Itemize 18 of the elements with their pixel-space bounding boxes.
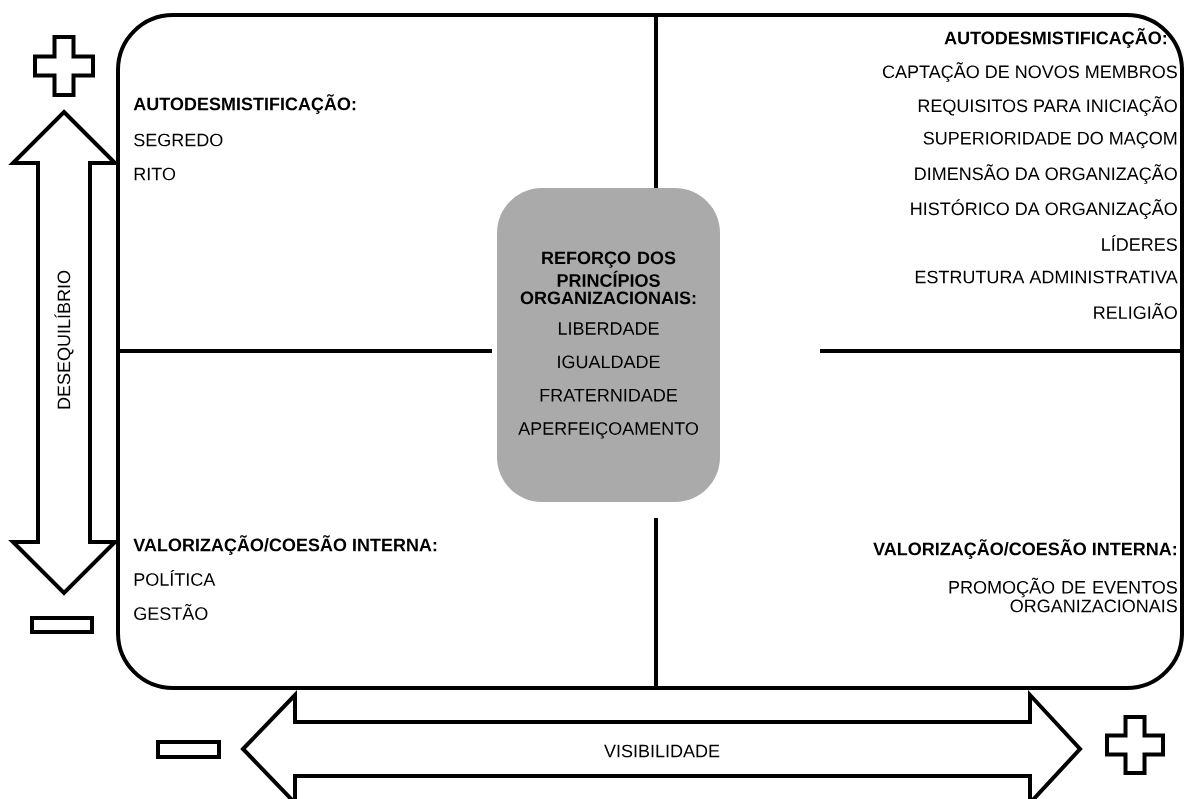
quadrant-heading: AUTODESMISTIFICAÇÃO:: [133, 94, 356, 114]
quadrant-item: CAPTAÇÃO DE NOVOS MEMBROS: [882, 62, 1177, 82]
quadrant-item: REQUISITOS PARA INICIAÇÃO: [918, 96, 1177, 116]
quadrant-item: LÍDERES: [1102, 235, 1177, 251]
quadrant-heading: VALORIZAÇÃO/COESÃO INTERNA:: [133, 535, 437, 555]
quadrant-item: SUPERIORIDADE DO MAÇOM: [923, 131, 1177, 149]
quadrant-item: DIMENSÃO DA ORGANIZAÇÃO: [915, 164, 1177, 184]
quadrant-item: ESTRUTURA ADMINISTRATIVA: [915, 270, 1178, 284]
quadrant-item: POLÍTICA: [134, 570, 216, 586]
quadrant-item: HISTÓRICO DA ORGANIZAÇÃO: [911, 199, 1177, 219]
quadrant-item: GESTÃO: [134, 604, 208, 620]
quadrant-item: RELIGIÃO: [1094, 303, 1177, 319]
quadrant-item: RITO: [134, 167, 176, 181]
center-box: REFORÇO DOS PRINCÍPIOS ORGANIZACIONAIS: LIBERDADE IGUALDADE FRATERNIDADE APERFEIÇOAMENTO: [497, 188, 720, 502]
quadrant-heading: AUTODESMISTIFICAÇÃO:: [944, 28, 1167, 48]
quadrant-item: SEGREDO: [134, 133, 223, 147]
quadrant-item: PROMOÇÃO DE EVENTOS ORGANIZACIONAIS: [949, 577, 1177, 613]
quadrant-heading: VALORIZAÇÃO/COESÃO INTERNA:: [873, 539, 1176, 559]
